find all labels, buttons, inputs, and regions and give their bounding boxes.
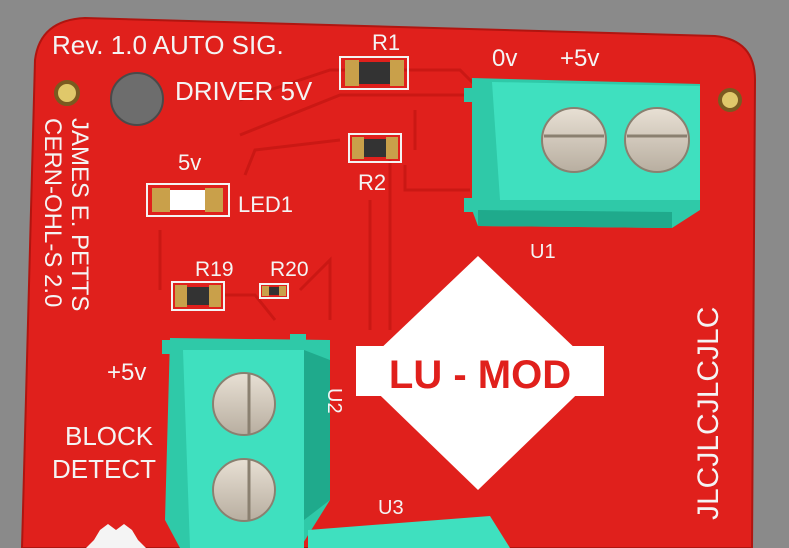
fiducial-right (718, 88, 742, 112)
resistor-r20 (259, 283, 289, 299)
label-r1: R1 (372, 30, 400, 55)
terminal-block-u3 (308, 516, 510, 548)
label-u2-pos: +5v (107, 359, 146, 386)
label-r20: R20 (270, 258, 309, 281)
terminal-block-u1 (464, 78, 700, 228)
label-led-voltage: 5v (178, 150, 201, 175)
label-u3: U3 (378, 497, 404, 519)
label-r19: R19 (195, 258, 234, 281)
board-license: CERN-OHL-S 2.0 (39, 118, 66, 307)
label-u2-block: BLOCK (65, 421, 154, 451)
resistor-r19 (171, 281, 225, 311)
label-r2: R2 (358, 170, 386, 195)
label-u2: U2 (323, 388, 345, 414)
fiducial-left (54, 80, 80, 106)
gear-icon (86, 524, 146, 548)
board-revision-title: Rev. 1.0 AUTO SIG. (52, 30, 284, 60)
resistor-r1 (339, 56, 409, 90)
label-led1: LED1 (238, 192, 293, 217)
fab-marking: JLCJLCJLCJLC (692, 307, 725, 520)
led-led1 (146, 183, 230, 217)
label-u2-detect: DETECT (52, 454, 156, 484)
terminal-block-u2 (162, 334, 330, 548)
board-author: JAMES E. PETTS (66, 118, 93, 311)
label-u1-gnd: 0v (492, 45, 517, 72)
lu-mod-logo: LU - MOD (356, 256, 604, 490)
board-subtitle: DRIVER 5V (175, 76, 313, 106)
label-u1: U1 (530, 241, 556, 263)
mounting-hole (110, 72, 164, 126)
logo-text: LU - MOD (389, 353, 571, 397)
resistor-r2 (348, 133, 402, 163)
label-u1-pos: +5v (560, 45, 599, 72)
